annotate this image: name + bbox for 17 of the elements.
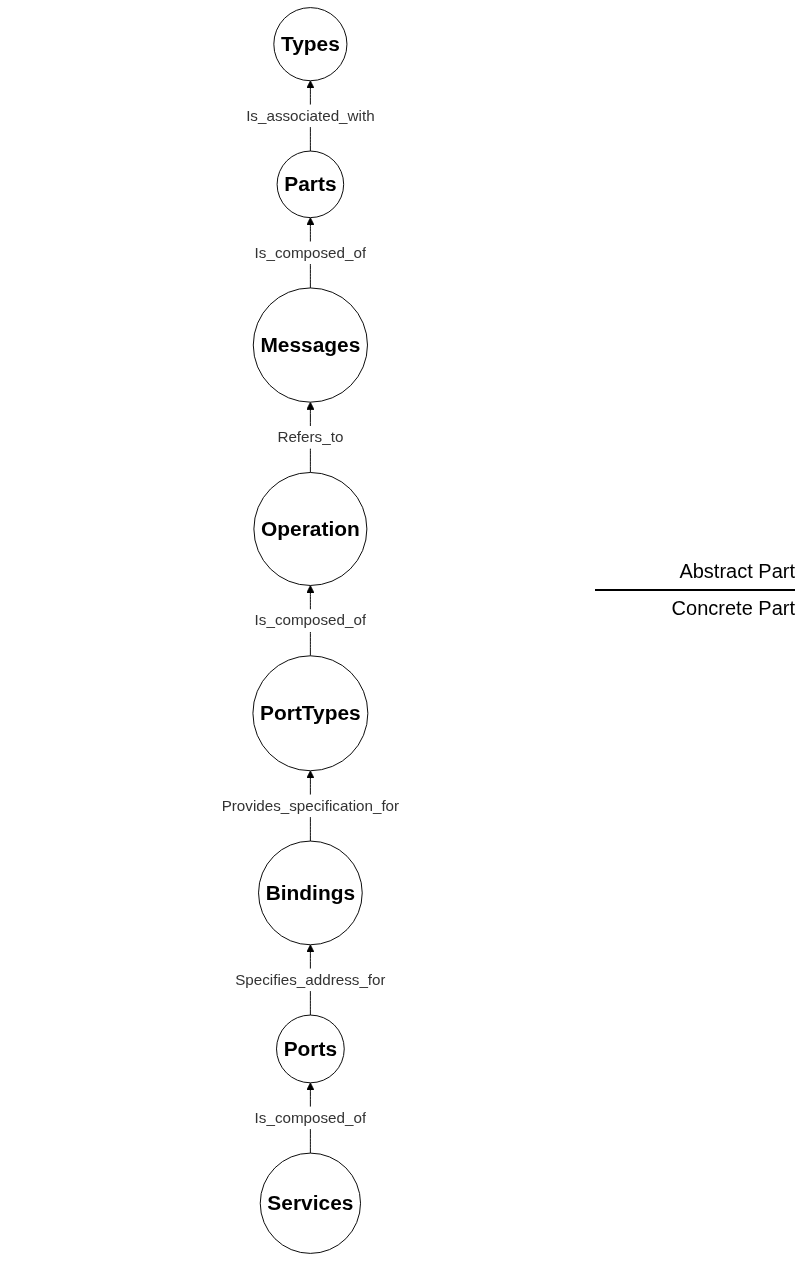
edge-label: Specifies_address_for (234, 971, 386, 988)
section-label: Concrete Part (670, 597, 795, 620)
node-circle: Bindings (257, 840, 363, 946)
node-circle: Services (259, 1152, 361, 1254)
edge-label: Is_composed_of (254, 1109, 366, 1126)
edge-label: Is_composed_of (254, 244, 366, 261)
edge-label: Provides_specification_for (221, 797, 399, 814)
edge-label: Is_associated_with (245, 107, 375, 124)
edge-label: Is_composed_of (254, 612, 366, 629)
node-circle: Messages (252, 287, 368, 403)
section-label: Abstract Part (678, 560, 795, 583)
node-circle: PortTypes (252, 655, 368, 772)
node-circle: Operation (253, 472, 367, 586)
edge-label: Refers_to (277, 428, 343, 445)
node-circle: Parts (276, 150, 344, 219)
node-circle: Ports (275, 1014, 345, 1084)
node-circle: Types (272, 7, 348, 82)
